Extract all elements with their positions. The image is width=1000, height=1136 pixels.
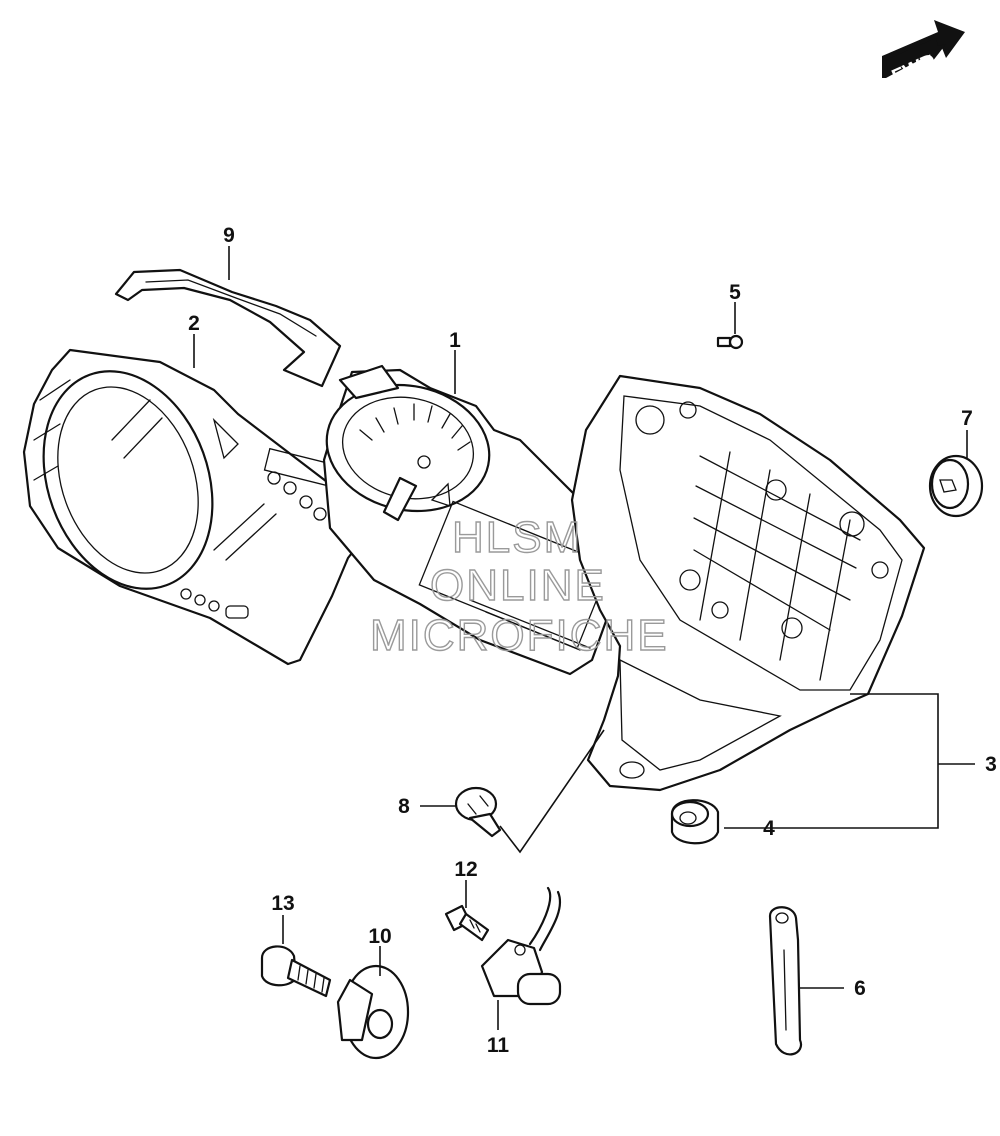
fwd-arrow-icon: FWD <box>882 20 965 88</box>
callout-13: 13 <box>271 892 294 915</box>
part-4-grommet <box>670 799 720 845</box>
callout-1: 1 <box>449 329 461 352</box>
part-5-screw <box>716 334 744 350</box>
watermark-line-3: MICROFICHE <box>370 611 669 660</box>
part-3-meter-housing <box>570 374 926 792</box>
part-6-strap <box>768 906 803 1056</box>
callout-5: 5 <box>729 281 741 304</box>
part-12-bolt <box>444 904 490 942</box>
callout-4: 4 <box>763 817 775 840</box>
callout-7: 7 <box>961 407 973 430</box>
watermark: HLSM ONLINE MICROFICHE <box>369 512 669 660</box>
callout-10: 10 <box>368 925 391 948</box>
callout-6: 6 <box>854 977 866 1000</box>
callout-12: 12 <box>454 858 477 881</box>
callout-3: 3 <box>985 753 997 776</box>
callout-2: 2 <box>188 312 200 335</box>
part-8-bolt <box>454 786 502 838</box>
watermark-line-2: ONLINE <box>430 561 606 610</box>
part-13-bolt <box>260 945 332 998</box>
watermark-line-1: HLSM <box>452 513 582 562</box>
part-9-cover <box>114 268 342 388</box>
callout-9: 9 <box>223 224 235 247</box>
part-2-meter-cover <box>22 348 378 666</box>
part-7-cap <box>928 454 984 518</box>
callout-8: 8 <box>398 795 410 818</box>
callouts: 1 2 3 4 5 6 7 8 9 10 11 12 13 <box>188 224 997 1057</box>
leader-lines <box>193 246 975 1030</box>
part-11-sensor <box>480 886 562 1006</box>
callout-11: 11 <box>487 1034 510 1057</box>
part-10-collar <box>336 964 410 1060</box>
